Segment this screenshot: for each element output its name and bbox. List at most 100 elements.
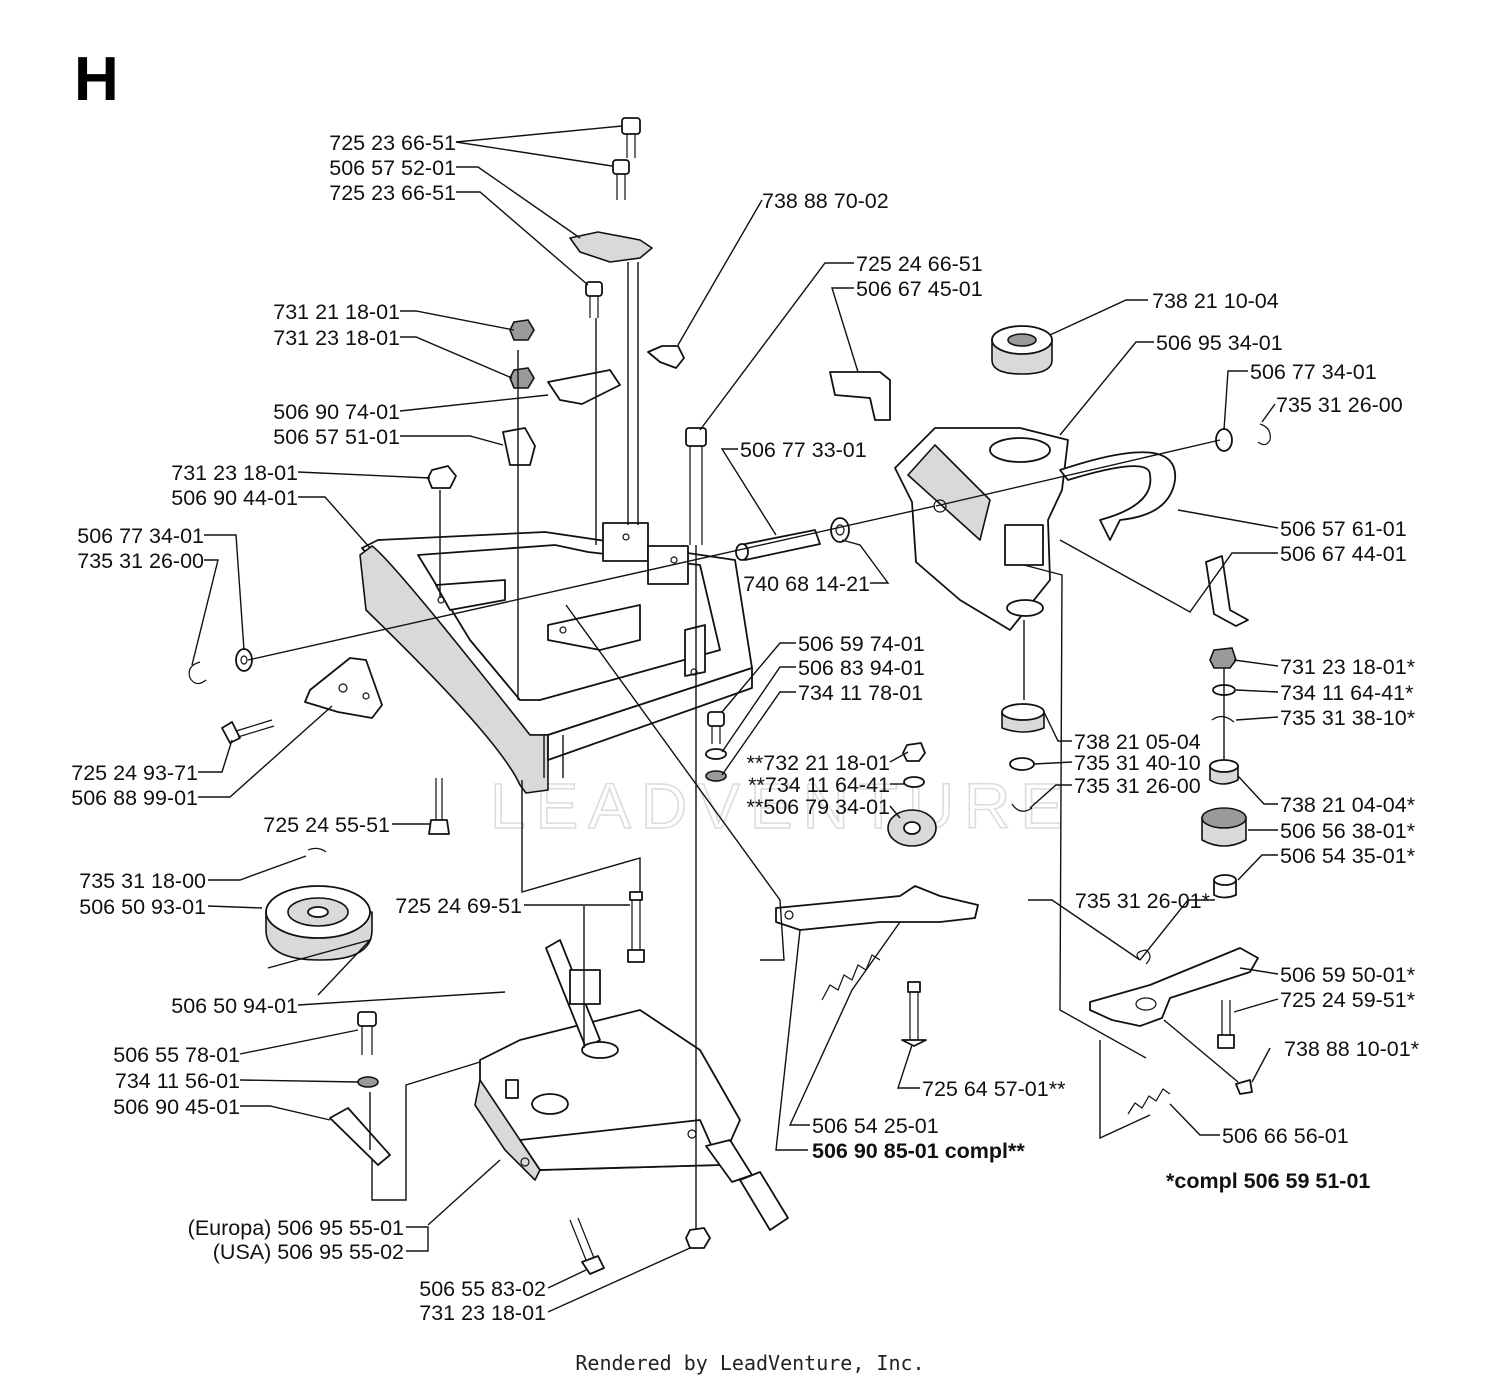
long-bolt xyxy=(685,427,707,545)
watermark-text: LEADVENTURE xyxy=(490,770,1073,842)
part-label: 506 55 83-02 xyxy=(419,1277,546,1301)
part-label: 506 83 94-01 xyxy=(798,656,925,680)
part-label: 506 59 50-01* xyxy=(1280,963,1416,987)
bolt-gearbox xyxy=(569,1217,605,1275)
idler-bolt xyxy=(705,711,727,782)
nut-mid xyxy=(427,465,457,489)
plate-bracket xyxy=(547,369,621,405)
part-label: 506 90 45-01 xyxy=(113,1095,240,1119)
part-label: 725 24 55-51 xyxy=(263,813,390,837)
part-label: 731 23 18-01 xyxy=(419,1301,546,1325)
fork-bracket xyxy=(829,371,891,421)
part-label: 506 77 34-01 xyxy=(77,524,204,548)
part-label: 506 56 38-01* xyxy=(1280,819,1416,843)
bolt-tall xyxy=(627,891,645,963)
part-label: 725 24 66-51 xyxy=(856,252,983,276)
lever-arm xyxy=(1089,947,1259,1027)
nut-upper xyxy=(509,319,535,341)
part-label: 735 31 26-00 xyxy=(1074,774,1201,798)
part-label: 735 31 18-00 xyxy=(79,869,206,893)
part-label: **732 21 18-01 xyxy=(747,751,890,775)
gearbox xyxy=(474,939,789,1231)
part-label: 506 67 44-01 xyxy=(1280,542,1407,566)
part-label: 731 23 18-01 xyxy=(171,461,298,485)
part-label: 506 59 74-01 xyxy=(798,632,925,656)
right-stack xyxy=(1201,647,1247,899)
spring-idler xyxy=(821,954,881,1001)
part-label: 506 57 51-01 xyxy=(273,425,400,449)
part-label: 506 77 34-01 xyxy=(1250,360,1377,384)
part-label: 731 23 18-01* xyxy=(1280,655,1416,679)
part-label: 735 31 38-10* xyxy=(1280,706,1416,730)
part-label: 506 77 33-01 xyxy=(740,438,867,462)
part-label: 506 57 61-01 xyxy=(1280,517,1407,541)
part-label: 735 31 40-10 xyxy=(1074,751,1201,775)
part-label: 725 23 66-51 xyxy=(329,181,456,205)
part-label: 725 24 93-71 xyxy=(71,761,198,785)
gearbox-left-parts xyxy=(329,1011,391,1166)
part-label: 738 88 70-02 xyxy=(762,189,889,213)
part-labels: 725 23 66-51 506 57 52-01 725 23 66-51 7… xyxy=(71,131,1419,1325)
part-label: 506 67 45-01 xyxy=(856,277,983,301)
bearing-top xyxy=(991,325,1053,375)
nut-lower xyxy=(509,367,535,389)
part-label: 734 11 56-01 xyxy=(115,1069,240,1093)
part-label: 731 21 18-01 xyxy=(273,300,400,324)
pivot-bearings xyxy=(1001,703,1045,812)
pivot-housing xyxy=(894,427,1176,631)
idler-pulley xyxy=(887,742,937,847)
nut-bottom xyxy=(685,1227,711,1249)
top-bolts xyxy=(585,117,641,318)
part-label: 731 23 18-01 xyxy=(273,326,400,350)
part-label: 725 64 57-01** xyxy=(922,1077,1066,1101)
part-label: 734 11 64-41* xyxy=(1280,681,1414,705)
part-label: 738 21 05-04 xyxy=(1074,730,1201,754)
part-label: 506 66 56-01 xyxy=(1222,1124,1349,1148)
part-label: 506 54 35-01* xyxy=(1280,844,1416,868)
clip-right xyxy=(1257,423,1271,446)
part-label: 506 50 94-01 xyxy=(171,994,298,1018)
compl-label-idler: 506 90 85-01 compl** xyxy=(812,1139,1025,1163)
part-label: 506 90 44-01 xyxy=(171,486,298,510)
part-label: 738 21 04-04* xyxy=(1280,793,1416,817)
bracket-side xyxy=(304,657,383,719)
clip-left xyxy=(188,661,207,685)
part-label: 725 23 66-51 xyxy=(329,131,456,155)
part-label: 734 11 78-01 xyxy=(798,681,923,705)
idler-arm xyxy=(775,885,979,931)
part-label: 735 31 26-00 xyxy=(1276,393,1403,417)
small-bracket xyxy=(1205,555,1249,627)
part-label: 506 57 52-01 xyxy=(329,156,456,180)
part-label: 735 31 26-00 xyxy=(77,549,204,573)
angle-bracket xyxy=(502,427,536,466)
grease-nipple xyxy=(647,345,685,369)
axle-pin xyxy=(735,517,850,561)
main-pulley xyxy=(265,847,373,961)
footer-credit: Rendered by LeadVenture, Inc. xyxy=(575,1351,924,1375)
part-label: 740 68 14-21 xyxy=(743,572,870,596)
part-label: (Europa) 506 95 55-01 xyxy=(188,1216,404,1240)
compl-label-lever: *compl 506 59 51-01 xyxy=(1166,1169,1370,1193)
leader-lines xyxy=(191,125,1279,1313)
spring-lever xyxy=(1127,1088,1171,1115)
parts-drawings xyxy=(188,117,1271,1275)
part-label: 725 24 69-51 xyxy=(395,894,522,918)
part-label: 738 21 10-04 xyxy=(1152,289,1279,313)
frame-assembly xyxy=(359,522,753,794)
bolt-bottom xyxy=(428,778,450,835)
part-label: 738 88 10-01* xyxy=(1284,1037,1420,1061)
bolt-idler xyxy=(901,981,927,1047)
screw-small xyxy=(1235,1079,1253,1095)
part-label: 725 24 59-51* xyxy=(1280,988,1416,1012)
part-label: 506 88 99-01 xyxy=(71,786,198,810)
section-letter: H xyxy=(74,45,119,114)
top-bracket xyxy=(569,231,653,263)
part-label: **506 79 34-01 xyxy=(747,795,890,819)
part-label: 735 31 26-01* xyxy=(1075,889,1211,913)
bolt-lever xyxy=(1217,1000,1235,1049)
part-label: 506 50 93-01 xyxy=(79,895,206,919)
part-label: **734 11 64-41 xyxy=(748,773,890,797)
part-label: 506 54 25-01 xyxy=(812,1114,939,1138)
part-label: 506 90 74-01 xyxy=(273,400,400,424)
